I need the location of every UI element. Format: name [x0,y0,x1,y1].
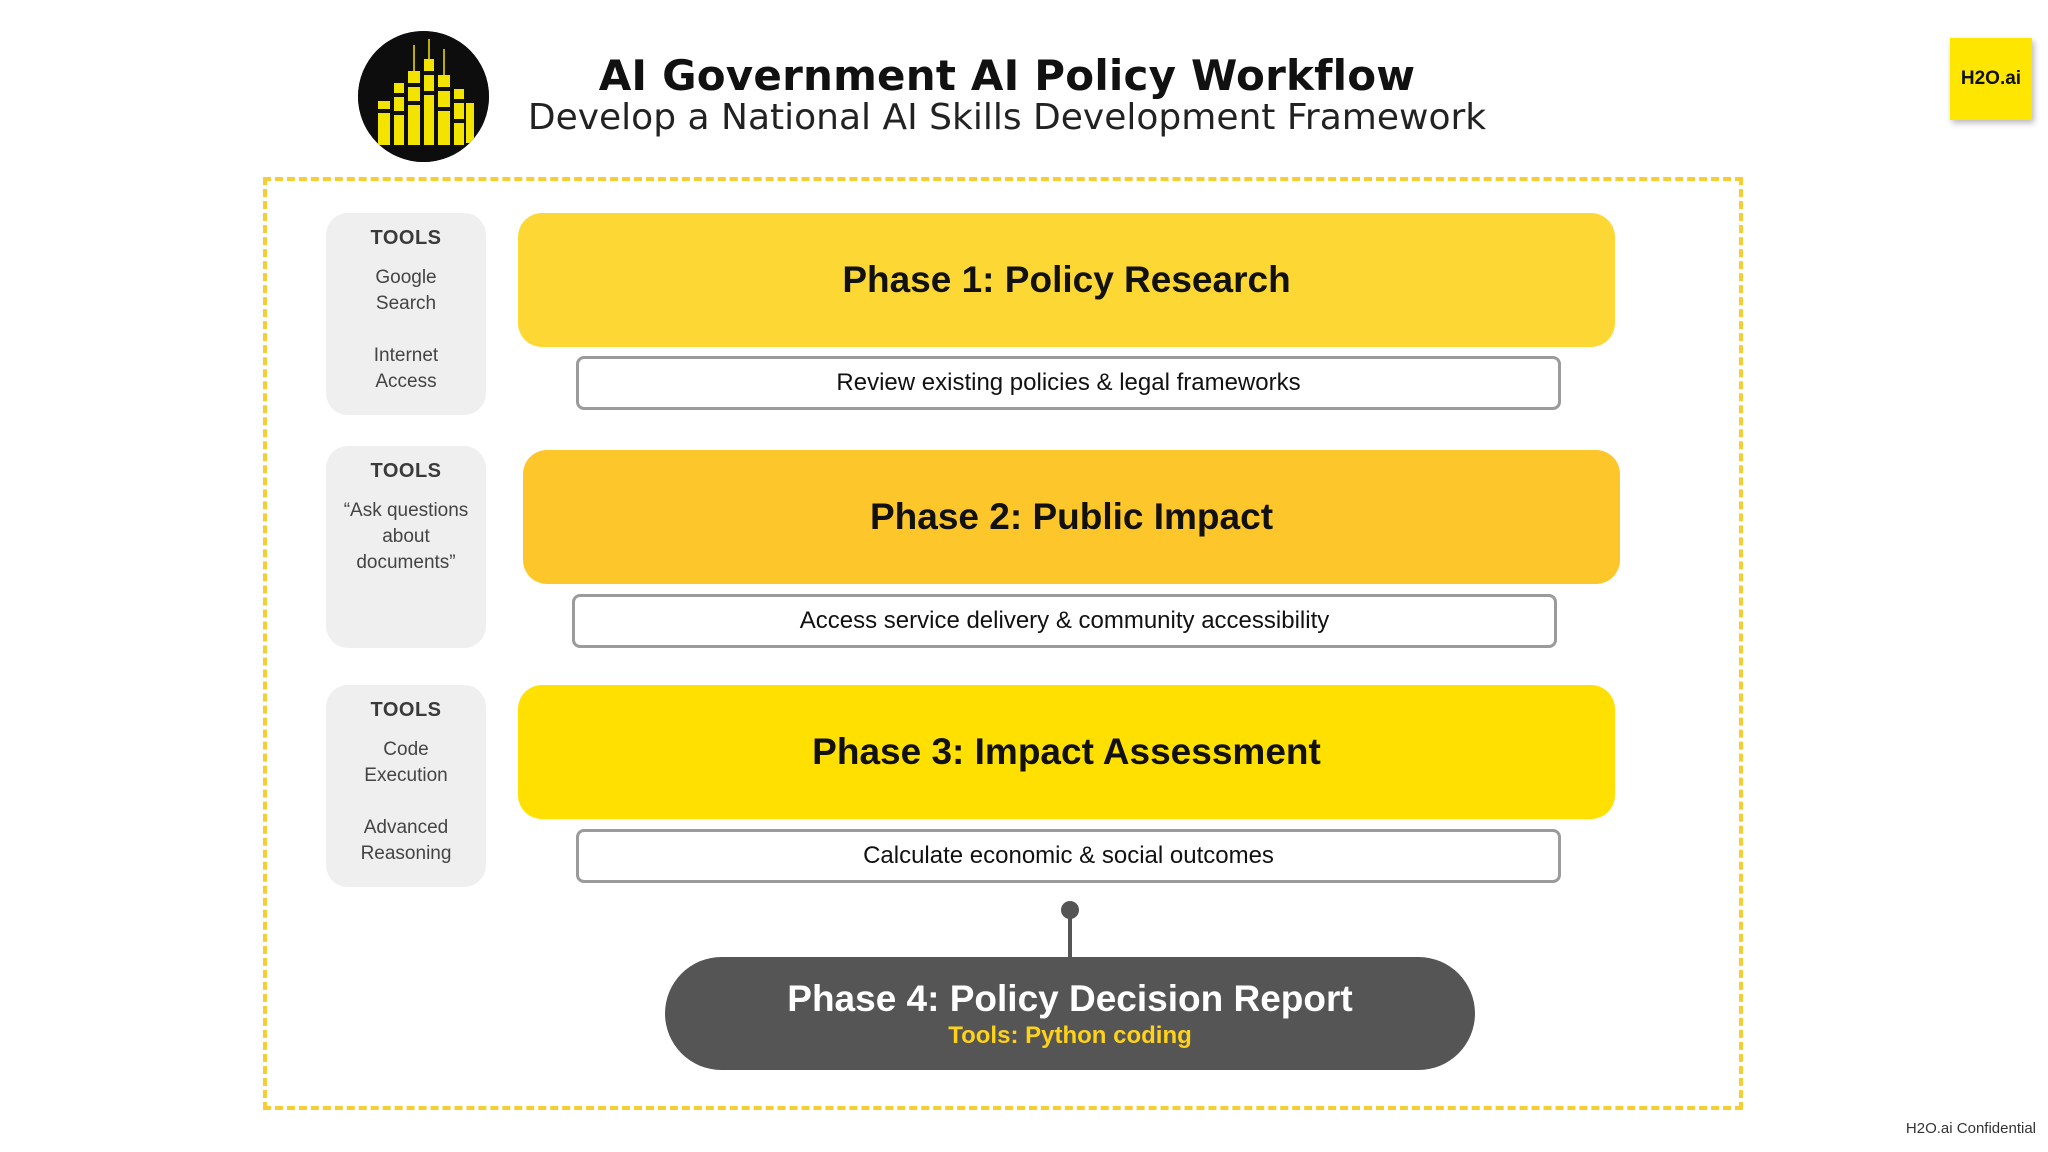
page-subtitle: Develop a National AI Skills Development… [527,97,1487,138]
tool-item-internet-access: Internet Access [373,345,439,392]
phase-2-task-box: Access service delivery & community acce… [572,594,1557,648]
header-logo-image [358,31,489,162]
brand-logo-badge: H2O.ai [1950,38,2032,120]
phase-1-task-box: Review existing policies & legal framewo… [576,356,1561,410]
connector-line [1068,911,1072,957]
tool-item-code-execution: Code Execution [364,739,448,786]
tools-panel-phase-2: TOOLS “Ask questions about documents” [326,446,486,648]
phase-4-final-box: Phase 4: Policy Decision Report Tools: P… [665,957,1475,1070]
phase-3-bar: Phase 3: Impact Assessment [518,685,1615,819]
phase-4-tools: Tools: Python coding [948,1022,1192,1049]
tools-heading: TOOLS [370,227,442,249]
abstract-building-illustration [358,31,489,162]
workflow-frame [263,177,1743,1110]
tools-panel-phase-1: TOOLS Google Search Internet Access [326,213,486,415]
tool-item-advanced-reasoning: Advanced Reasoning [360,817,452,864]
tools-heading: TOOLS [370,460,442,482]
phase-4-title: Phase 4: Policy Decision Report [787,978,1353,1019]
phase-2-bar: Phase 2: Public Impact [523,450,1620,584]
tool-item-ask-questions: “Ask questions about documents” [343,500,469,573]
page-title: AI Government AI Policy Workflow [598,51,1416,100]
phase-3-task-box: Calculate economic & social outcomes [576,829,1561,883]
confidential-footer: H2O.ai Confidential [1905,1120,2036,1137]
tools-heading: TOOLS [370,699,442,721]
connector-dot [1061,901,1079,919]
tool-item-google-search: Google Search [375,267,437,314]
phase-1-bar: Phase 1: Policy Research [518,213,1615,347]
tools-panel-phase-3: TOOLS Code Execution Advanced Reasoning [326,685,486,887]
